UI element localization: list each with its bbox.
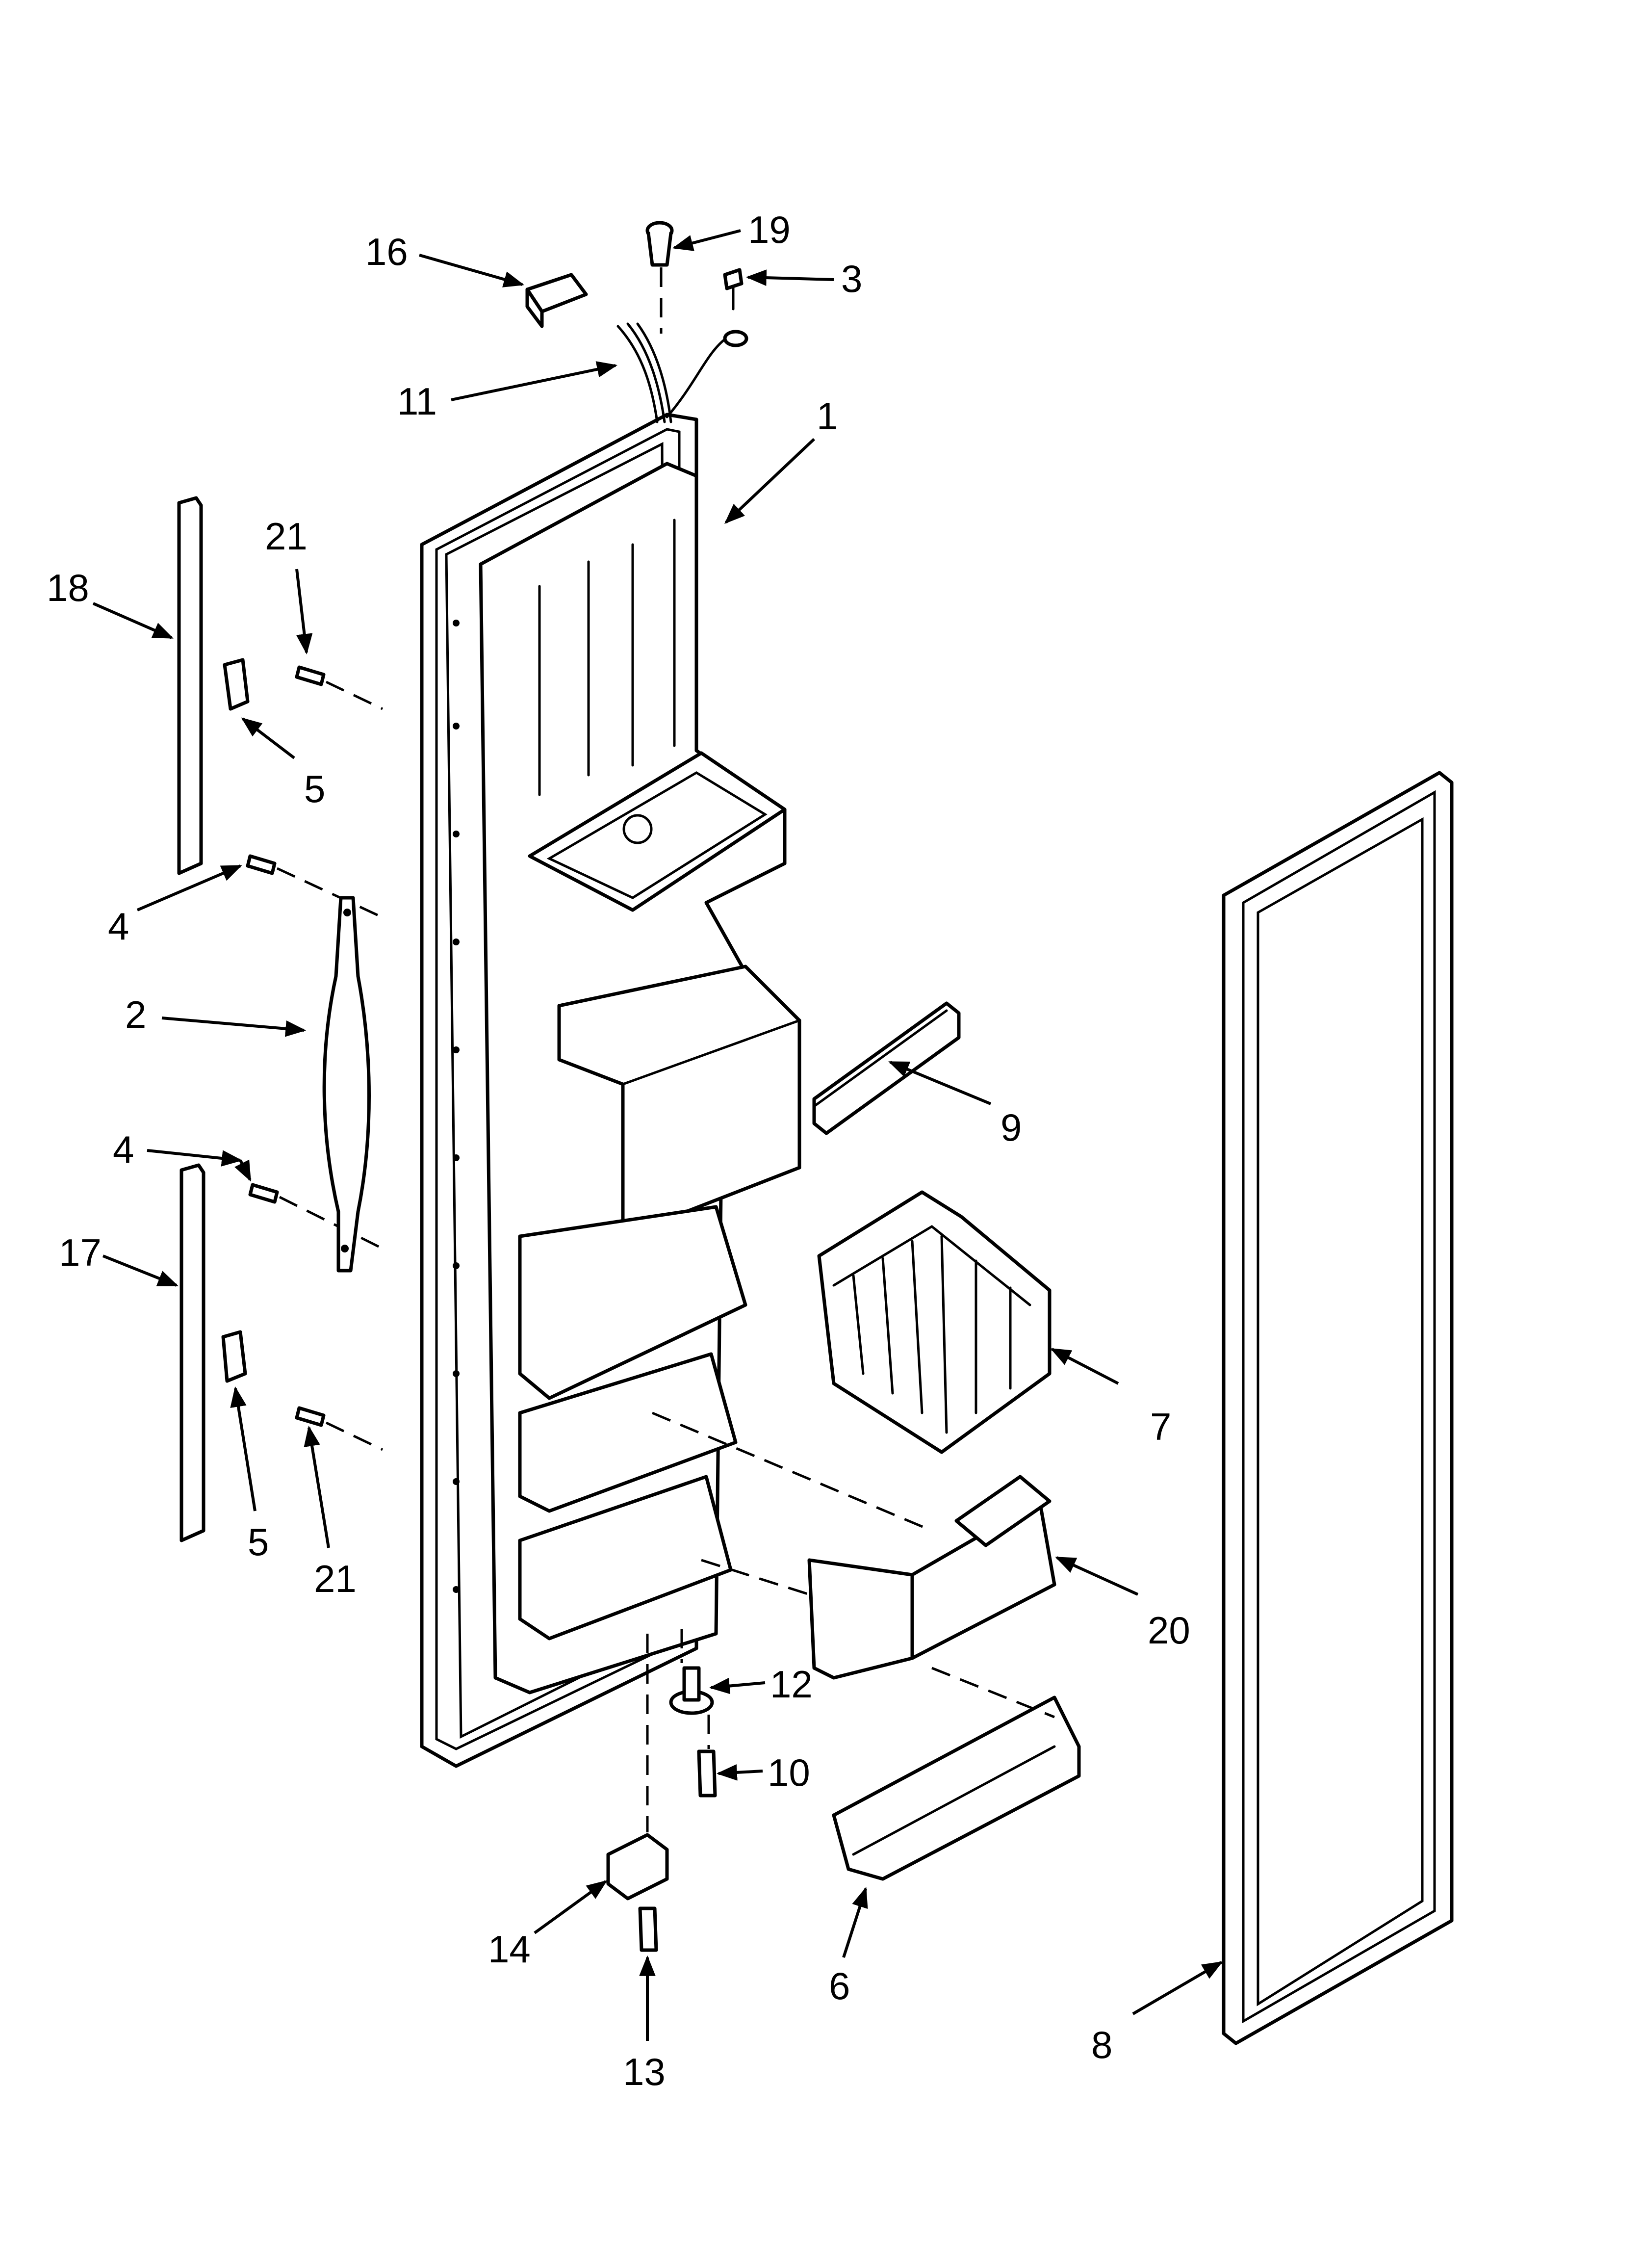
- callout-4-lower: 4: [113, 1128, 134, 1171]
- callout-19: 19: [748, 208, 791, 251]
- callout-21-upper: 21: [265, 515, 308, 558]
- callout-12: 12: [770, 1663, 813, 1706]
- upper-handle-screw: [246, 854, 384, 919]
- callout-labels: 16 19 3 11 1 21 18 5 4 2 4 9 17 7 5 21 2…: [47, 208, 1190, 2093]
- door-edge-screw-holes: [453, 620, 460, 1593]
- door-handle: [322, 896, 371, 1273]
- dispenser-trim-strip: [812, 1001, 961, 1135]
- wire-connector: [525, 273, 588, 328]
- bottom-hinge: [606, 1833, 669, 1901]
- lower-trim-clip: [221, 1330, 247, 1383]
- wire-harness: [616, 322, 748, 423]
- lower-handle-screw: [248, 1183, 384, 1250]
- door-bin: [807, 1475, 1056, 1680]
- lower-trim-screw: [295, 1406, 384, 1451]
- callout-13: 13: [623, 2050, 666, 2093]
- callout-11: 11: [397, 380, 437, 423]
- callout-5-upper: 5: [304, 767, 325, 810]
- callout-21-lower: 21: [314, 1557, 357, 1600]
- ground-screw: [723, 268, 744, 311]
- callout-20: 20: [1148, 1609, 1190, 1652]
- light-switch: [645, 221, 674, 267]
- callout-16: 16: [365, 230, 408, 273]
- callout-6: 6: [829, 1964, 850, 2007]
- callout-14: 14: [488, 1928, 531, 1971]
- callout-5-lower: 5: [248, 1520, 269, 1564]
- callout-2: 2: [125, 993, 146, 1036]
- leader-arrows: [92, 229, 1223, 2041]
- wire-basket: [817, 1190, 1052, 1454]
- upper-trim-clip: [223, 658, 250, 711]
- upper-handle-trim: [177, 496, 203, 875]
- callout-4-upper: 4: [108, 905, 129, 948]
- lower-handle-trim: [180, 1163, 205, 1542]
- lower-door-bin: [832, 1667, 1081, 1881]
- callout-7: 7: [1150, 1405, 1171, 1448]
- bottom-hinge-screw: [638, 1906, 658, 1952]
- callout-9: 9: [1001, 1106, 1022, 1149]
- callout-8: 8: [1091, 2023, 1112, 2066]
- door-panel: [420, 413, 801, 1768]
- callout-17: 17: [59, 1231, 102, 1274]
- callout-3: 3: [841, 257, 862, 300]
- hinge-pin: [669, 1666, 714, 1715]
- hinge-screw: [697, 1749, 717, 1798]
- callout-18: 18: [47, 566, 89, 609]
- callout-1: 1: [817, 394, 838, 438]
- callout-10: 10: [768, 1751, 810, 1794]
- upper-trim-screw: [295, 665, 384, 710]
- door-gasket: [1222, 771, 1454, 2045]
